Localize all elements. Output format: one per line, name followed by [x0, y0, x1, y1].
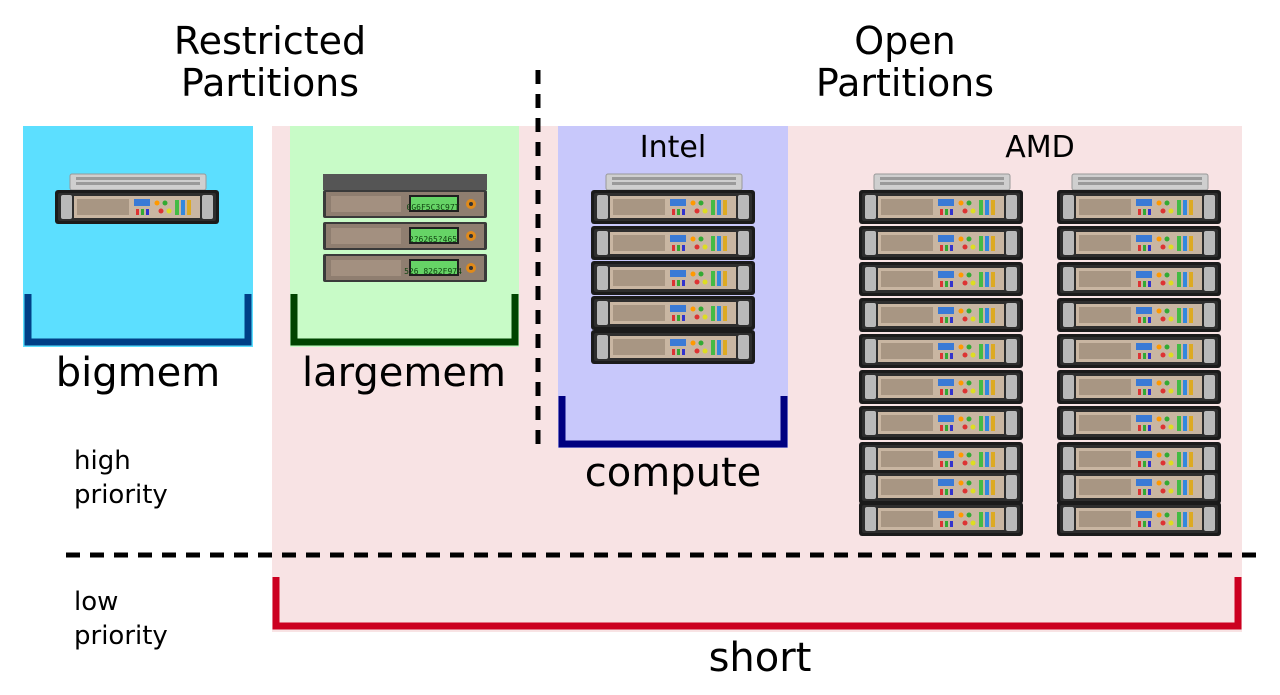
- bigmem-zone: [23, 126, 253, 347]
- largemem-display-3: 526 8262F974: [404, 267, 462, 276]
- low-priority-label: low priority: [74, 585, 254, 653]
- high-priority-line-2: priority: [74, 480, 168, 510]
- amd-server-stack-right-icon: [1057, 173, 1221, 536]
- open-header-line-2: Partitions: [815, 61, 995, 105]
- open-partitions-header: Open Partitions: [755, 20, 1055, 104]
- restricted-header-line-1: Restricted: [173, 19, 367, 63]
- bigmem-bracket: [24, 294, 252, 346]
- low-priority-line-2: priority: [74, 621, 168, 651]
- open-header-line-1: Open: [854, 19, 956, 63]
- largemem-display-1: 0G6F5C3C97T: [407, 203, 460, 212]
- short-label: short: [708, 635, 812, 681]
- high-priority-label: high priority: [74, 444, 254, 512]
- largemem-server-icon: 0G6F5C3C97T 2?6265?465 526 8262F974: [323, 174, 487, 282]
- restricted-header-line-2: Partitions: [180, 61, 360, 105]
- bigmem-label: bigmem: [55, 350, 221, 396]
- intel-server-stack-icon: [591, 173, 755, 364]
- amd-server-stack-left-icon: [859, 173, 1023, 536]
- short-bracket: [272, 577, 1242, 630]
- largemem-label: largemem: [302, 350, 506, 396]
- high-priority-line-1: high: [74, 446, 131, 476]
- intel-label: Intel: [639, 130, 707, 165]
- largemem-bracket: [290, 294, 519, 346]
- restricted-partitions-header: Restricted Partitions: [120, 20, 420, 104]
- compute-bracket: [558, 396, 788, 448]
- amd-label: AMD: [1005, 130, 1075, 165]
- low-priority-line-1: low: [74, 587, 119, 617]
- bigmem-server-icon: [55, 173, 219, 224]
- largemem-display-2: 2?6265?465: [409, 235, 457, 244]
- compute-label: compute: [584, 450, 762, 496]
